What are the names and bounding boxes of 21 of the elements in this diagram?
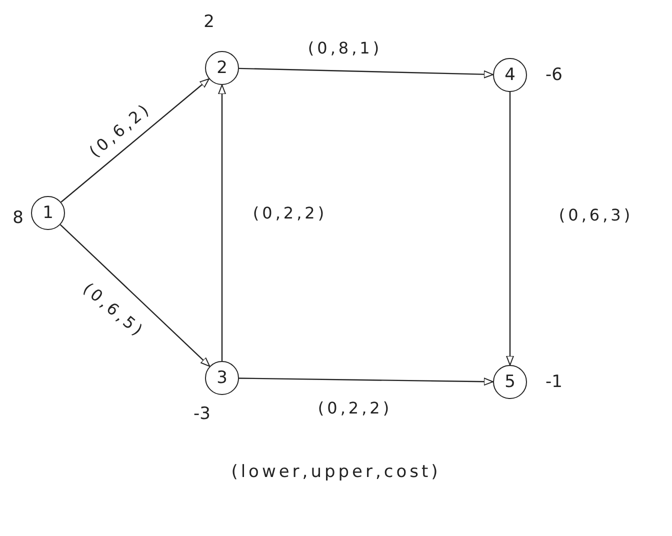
node-circle: 1 <box>31 196 65 230</box>
node-circle: 5 <box>493 365 527 399</box>
supply-value: -3 <box>194 404 210 424</box>
arrow <box>218 84 226 361</box>
edge-label: (0,6,3) <box>558 206 634 224</box>
supply-value: -1 <box>546 372 562 392</box>
edge-label: (0,2,2) <box>318 398 392 418</box>
supply-value: 2 <box>204 12 214 32</box>
supply-value: -6 <box>546 65 562 85</box>
node-circle: 4 <box>493 58 527 92</box>
edge-label: (0,2,2) <box>252 204 328 222</box>
supply-value: 8 <box>12 208 24 228</box>
arrow <box>238 68 494 78</box>
caption: (lower,upper,cost) <box>231 462 441 482</box>
arrow <box>239 378 494 386</box>
arrow <box>60 224 210 367</box>
node-circle: 2 <box>205 51 239 85</box>
arrow <box>60 78 210 203</box>
node-circle: 3 <box>205 361 239 395</box>
edge-label: (0,8,1) <box>308 38 382 58</box>
arrow <box>506 92 514 366</box>
